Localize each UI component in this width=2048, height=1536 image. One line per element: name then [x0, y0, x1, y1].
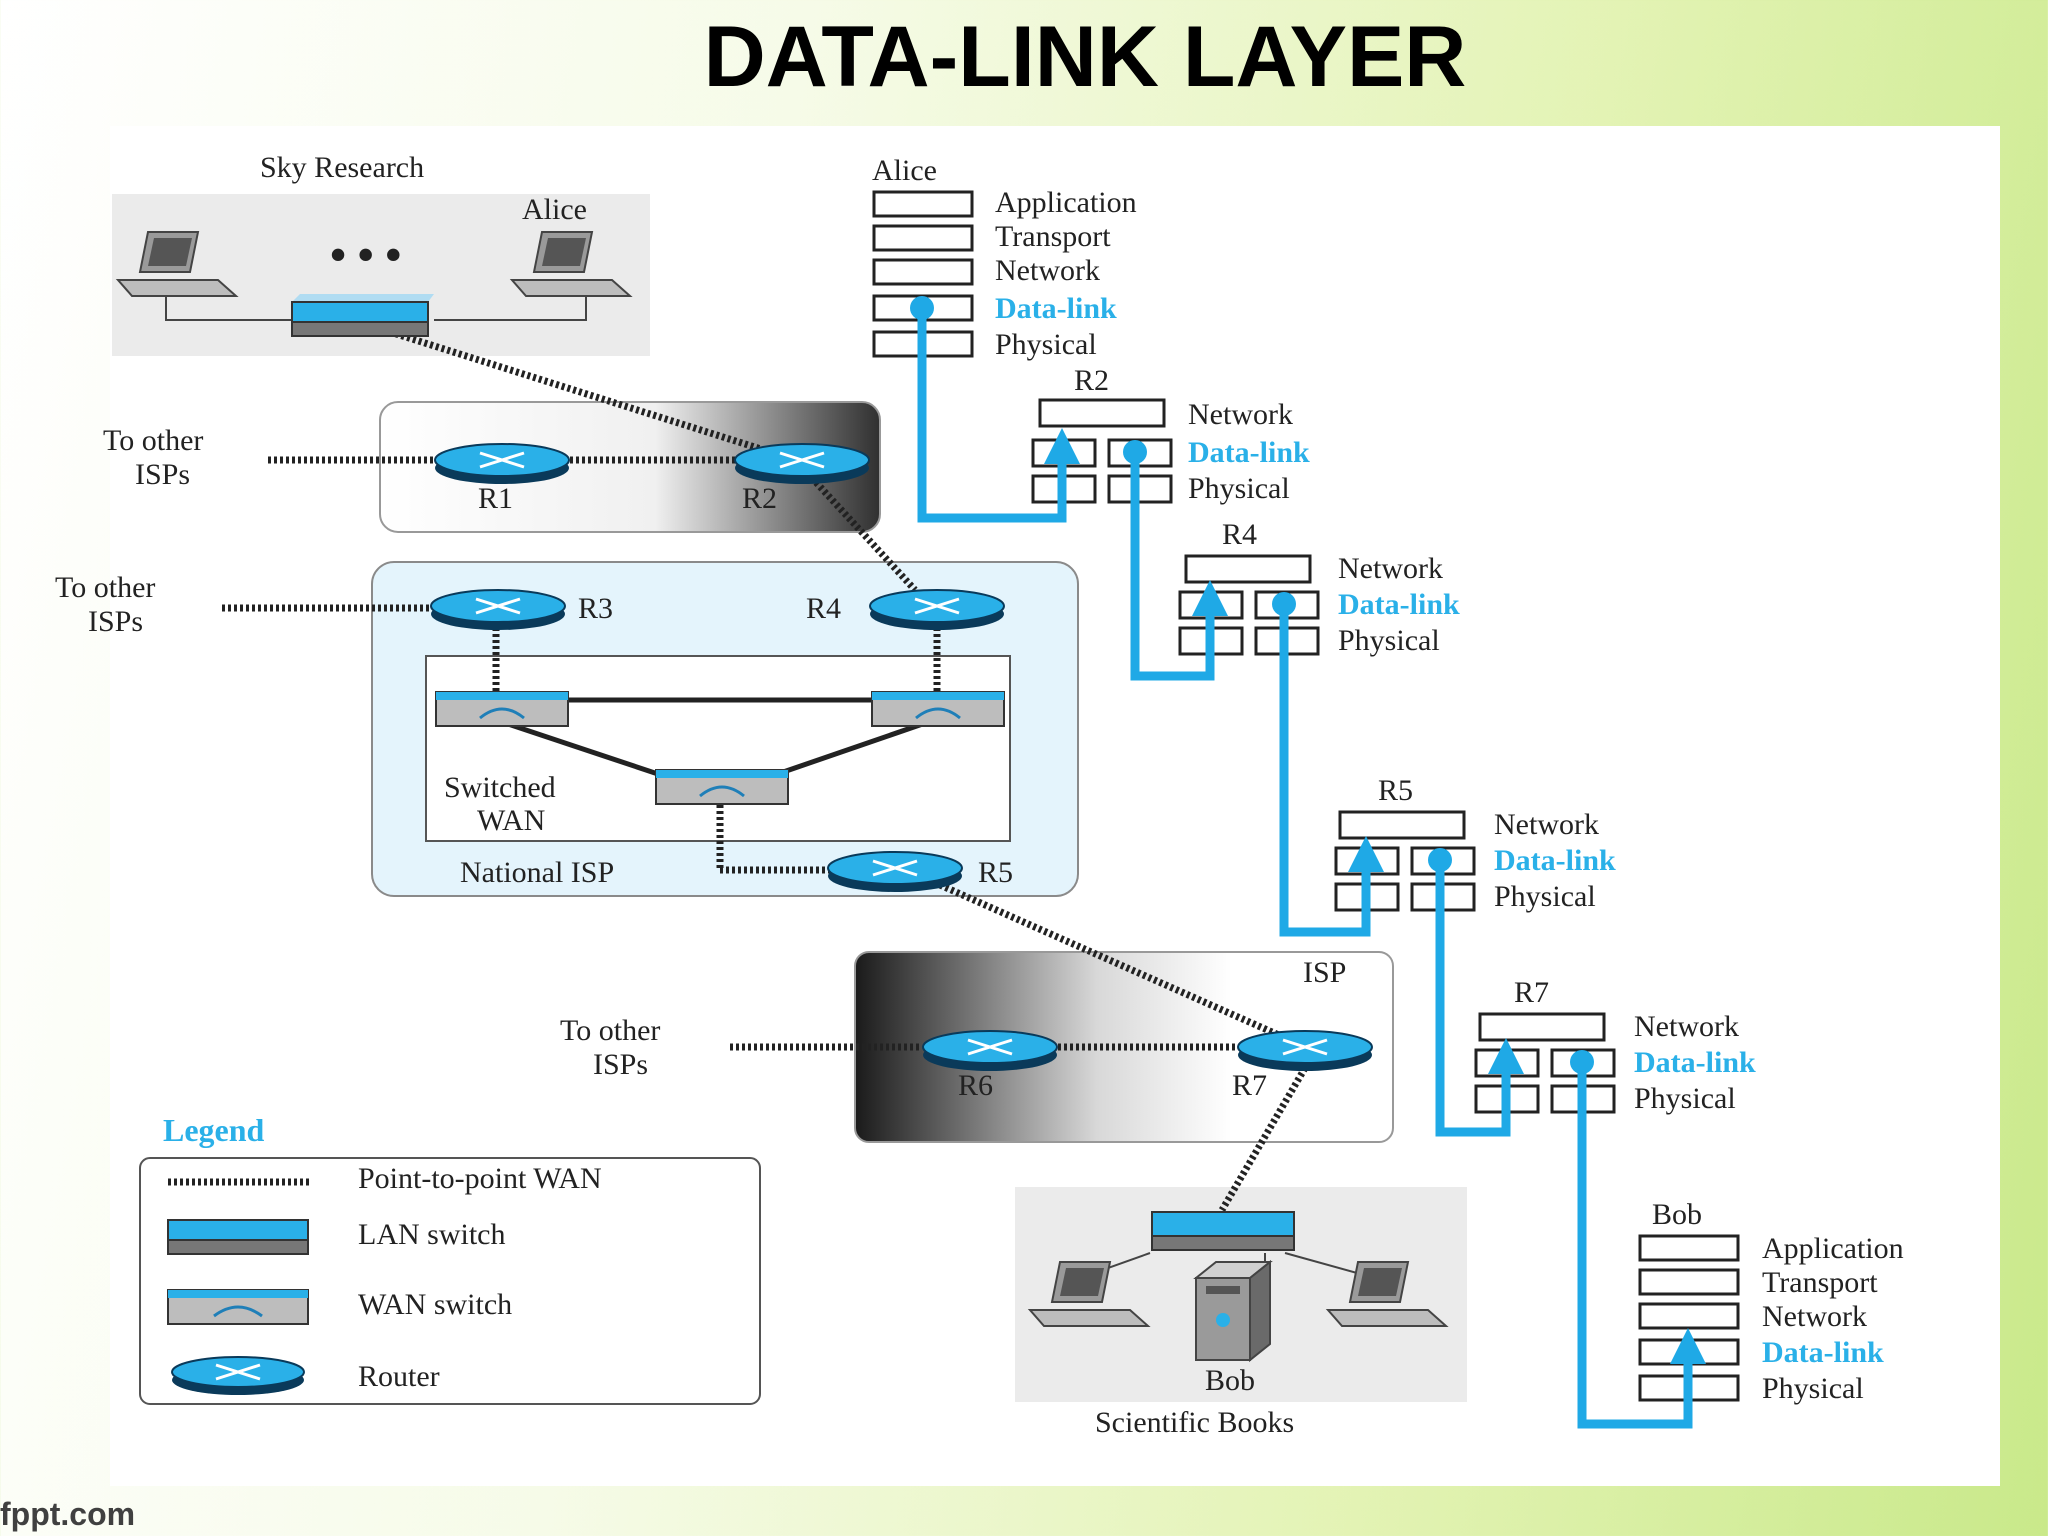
r4-stack [1178, 554, 1320, 656]
r4-network: Network [1338, 552, 1443, 585]
switched-wan-label-2: WAN [477, 804, 545, 837]
stack-label-alice: Alice [872, 154, 937, 187]
isp-label: ISP [1303, 956, 1346, 989]
legend-item-router: Router [358, 1360, 440, 1393]
router-label-r6: R6 [958, 1069, 993, 1102]
legend-item-wan: WAN switch [358, 1288, 512, 1321]
r7-physical: Physical [1634, 1082, 1736, 1115]
bob-application: Application [1762, 1232, 1904, 1265]
router-label-r5: R5 [978, 856, 1013, 889]
legend-item-lan: LAN switch [358, 1218, 505, 1251]
lan-switch-icon [167, 1219, 309, 1255]
router-icon [869, 589, 1005, 630]
r5-network: Network [1494, 808, 1599, 841]
r5-stack [1334, 810, 1476, 912]
alice-stack [872, 190, 974, 358]
wan-switch-icon [167, 1289, 309, 1325]
bob-network: Network [1762, 1300, 1867, 1333]
router-label-r3: R3 [578, 592, 613, 625]
scientific-books-label: Scientific Books [1095, 1406, 1294, 1439]
router-label-r2: R2 [742, 482, 777, 515]
stack-label-r2: R2 [1074, 364, 1109, 397]
r2-physical: Physical [1188, 472, 1290, 505]
footer-brand: fppt.com [0, 1496, 136, 1532]
layer-application: Application [995, 186, 1137, 219]
r2-network-box [379, 401, 881, 533]
bob-transport: Transport [1762, 1266, 1878, 1299]
router-icon [430, 589, 566, 630]
r2-network: Network [1188, 398, 1293, 431]
laptop-icon [1325, 1261, 1449, 1327]
laptop-icon [509, 231, 633, 297]
stack-label-r4: R4 [1222, 518, 1257, 551]
router-icon [922, 1030, 1058, 1071]
router-label-r1: R1 [478, 482, 513, 515]
r4-physical: Physical [1338, 624, 1440, 657]
stack-label-r7: R7 [1514, 976, 1549, 1009]
router-icon [734, 443, 870, 484]
layer-network: Network [995, 254, 1100, 287]
stack-label-bob: Bob [1652, 1198, 1702, 1231]
lan-switch-icon [291, 294, 434, 337]
laptop-icon [115, 231, 239, 297]
server-icon [1193, 1259, 1273, 1363]
page-title: DATA-LINK LAYER [703, 9, 1467, 105]
layer-data-link: Data-link [995, 292, 1117, 325]
router-icon [171, 1356, 305, 1395]
r7-network: Network [1634, 1010, 1739, 1043]
r5-data-link: Data-link [1494, 844, 1616, 877]
r7-data-link: Data-link [1634, 1046, 1756, 1079]
alice-lan-label: Alice [522, 193, 587, 226]
wan-switch-icon [871, 691, 1005, 727]
bob-data-link: Data-link [1762, 1336, 1884, 1369]
r5-physical: Physical [1494, 880, 1596, 913]
wan-switch-icon [655, 769, 789, 805]
router-icon [1237, 1030, 1373, 1071]
wan-switch-icon [435, 691, 569, 727]
r4-data-link: Data-link [1338, 588, 1460, 621]
data-link-path [917, 308, 1706, 1429]
lan-switch-icon [1151, 1211, 1295, 1251]
switched-wan-label-1: Switched [444, 771, 556, 804]
router-icon [434, 443, 570, 484]
r2-data-link: Data-link [1188, 436, 1310, 469]
national-isp-label: National ISP [460, 856, 614, 889]
stack-label-r5: R5 [1378, 774, 1413, 807]
bob-physical: Physical [1762, 1372, 1864, 1405]
router-icon [827, 851, 963, 892]
router-label-r7: R7 [1232, 1069, 1267, 1102]
laptop-icon [1027, 1261, 1151, 1327]
router-label-r4: R4 [806, 592, 841, 625]
point-to-point-links [222, 328, 1309, 1212]
layer-physical: Physical [995, 328, 1097, 361]
switched-wan-box [425, 655, 1011, 842]
ellipsis: • • • [330, 229, 401, 280]
switched-wan-links [489, 697, 941, 783]
layer-transport: Transport [995, 220, 1111, 253]
legend-title: Legend [163, 1112, 265, 1148]
bob-lan-label: Bob [1205, 1364, 1255, 1397]
data-link-nodes [910, 296, 1594, 1074]
sky-research-label: Sky Research [260, 151, 424, 184]
legend-item-p2p: Point-to-point WAN [358, 1162, 602, 1195]
r2-stack [1031, 398, 1173, 504]
